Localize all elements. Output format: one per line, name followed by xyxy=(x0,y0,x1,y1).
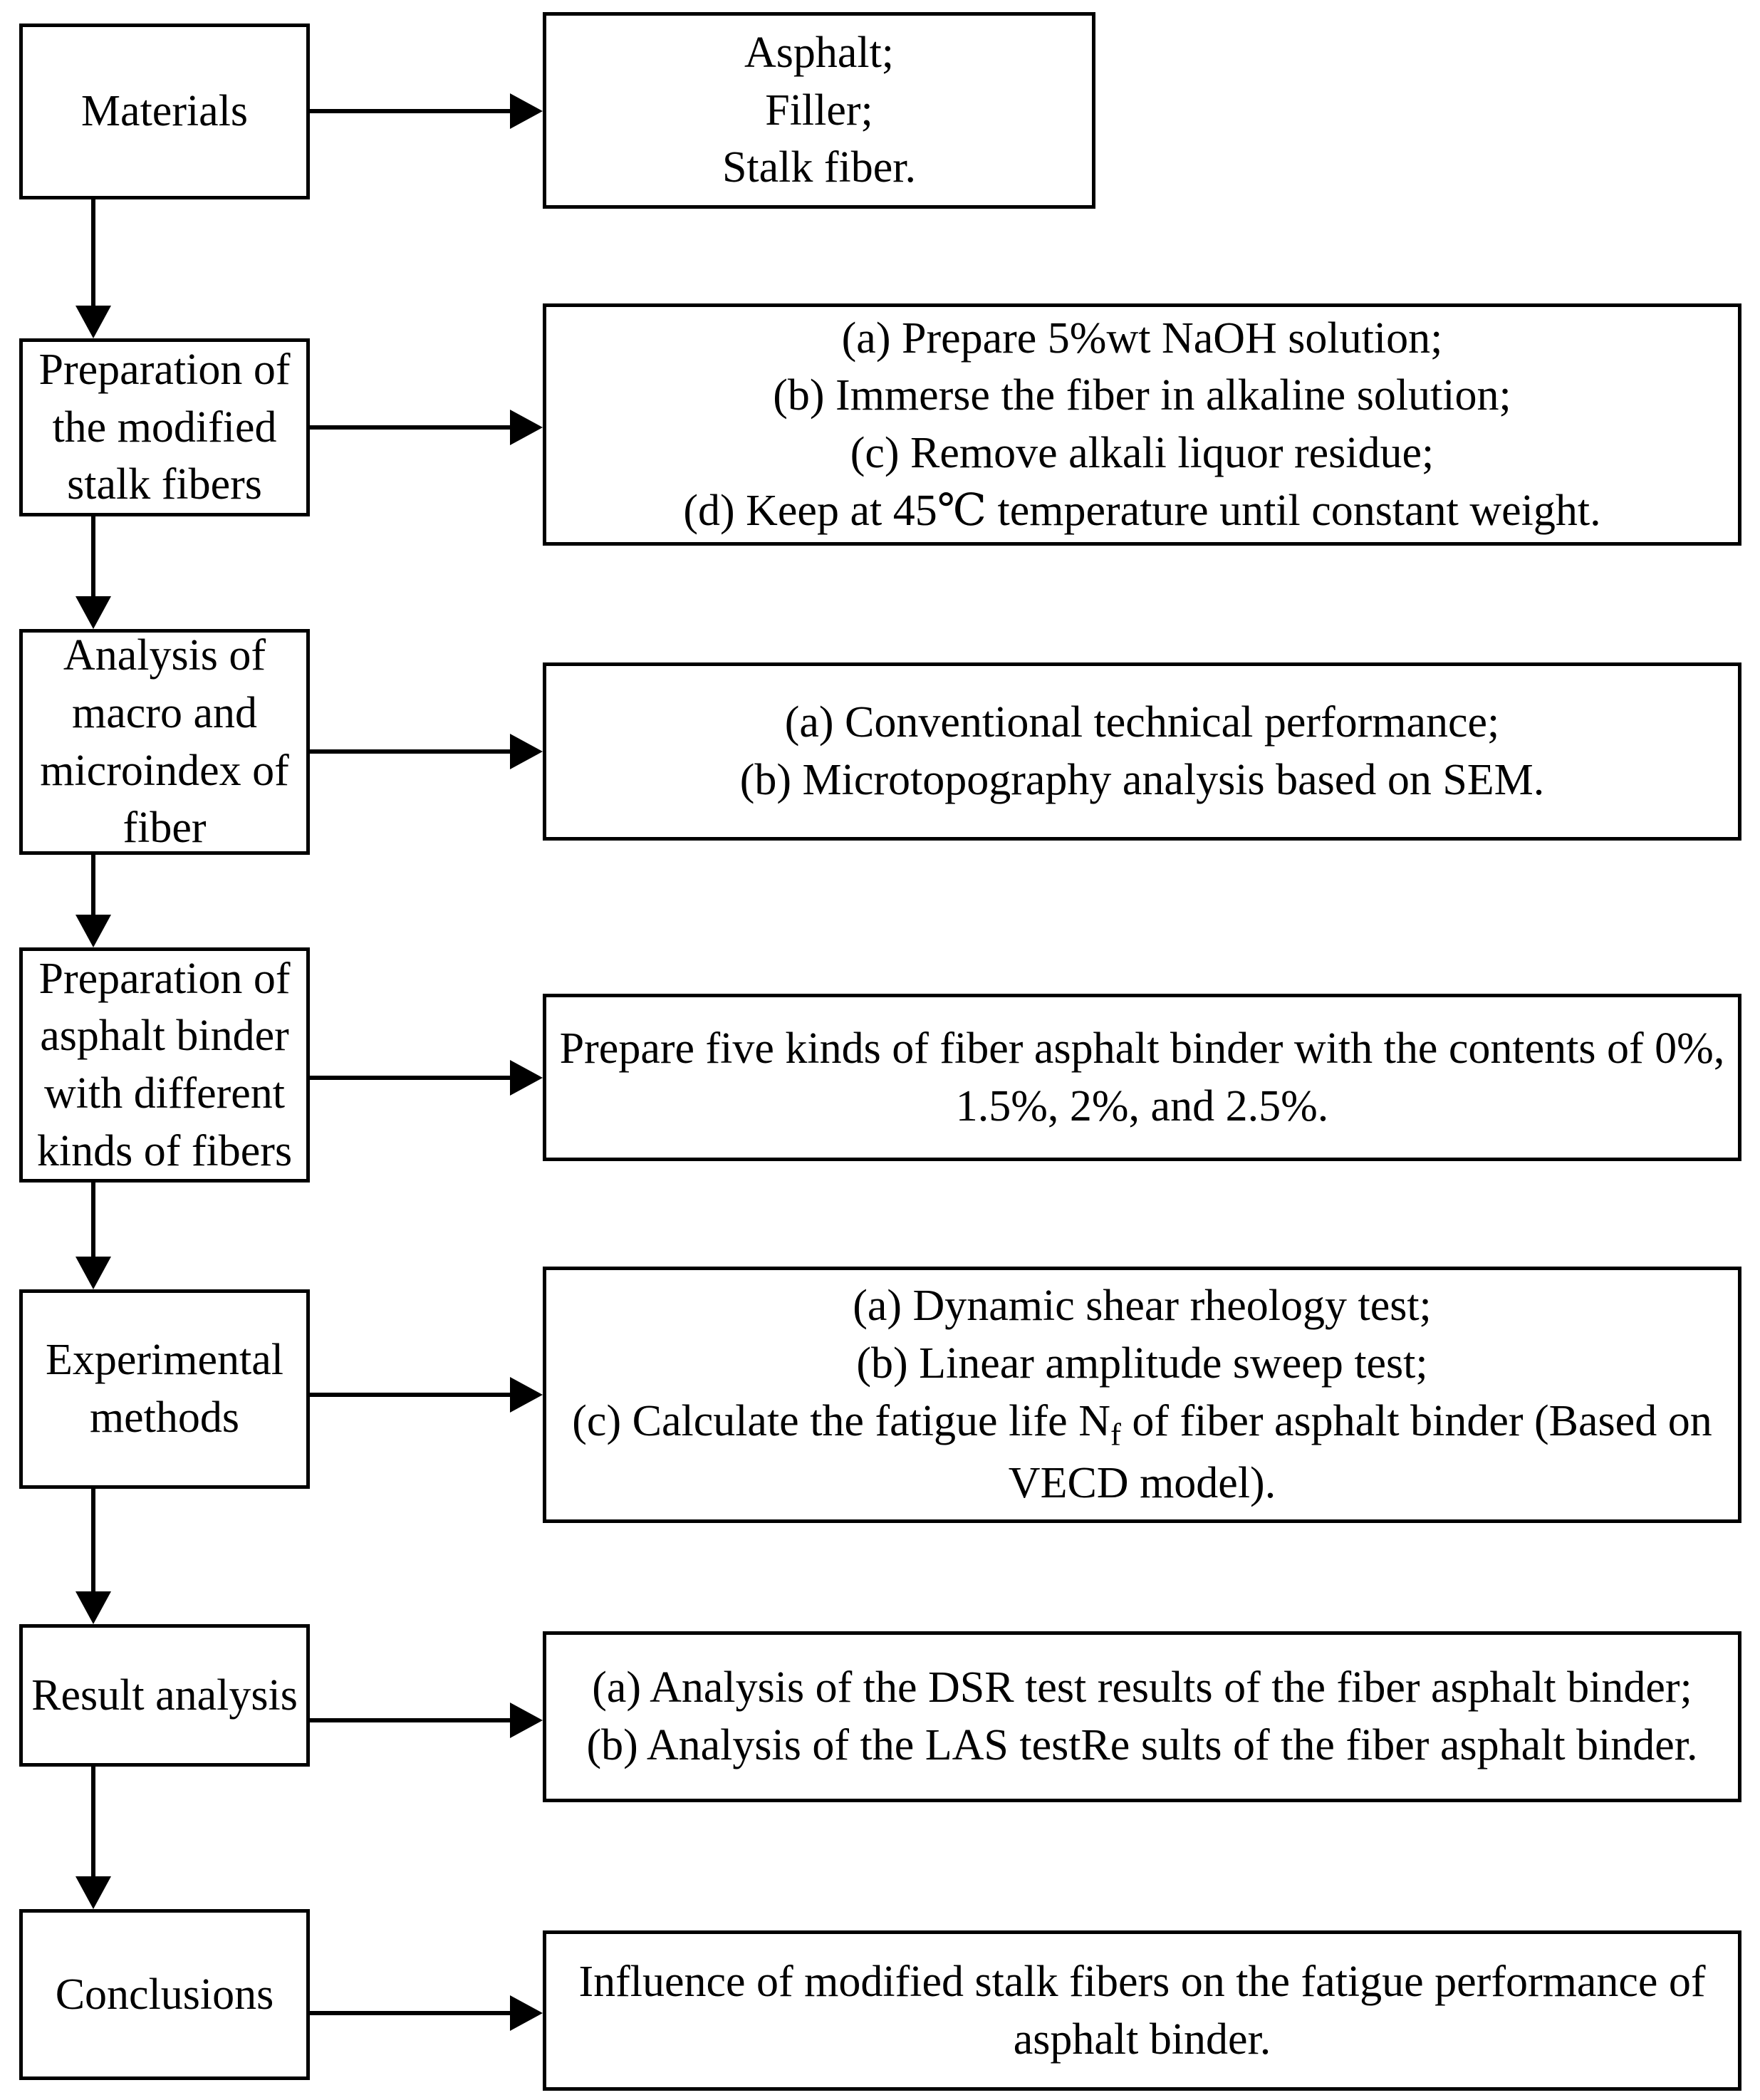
connector-fiber-preparation-to-detail xyxy=(310,425,511,430)
detail-text-fiber-preparation: (a) Prepare 5%wt NaOH solution; (b) Imme… xyxy=(683,313,1601,535)
detail-box-fiber-preparation[interactable]: (a) Prepare 5%wt NaOH solution; (b) Imme… xyxy=(543,303,1741,546)
connector-result-analysis-to-conclusions xyxy=(91,1767,95,1876)
stage-box-binder-preparation[interactable]: Preparation of asphalt binder with diffe… xyxy=(19,947,310,1182)
connector-materials-to-fiber-preparation xyxy=(91,199,95,306)
detail-text-conclusions: Influence of modified stalk fibers on th… xyxy=(578,1957,1706,2064)
arrow-right-icon-6 xyxy=(510,1703,543,1738)
arrow-down-icon-4 xyxy=(75,1257,111,1289)
detail-box-result-analysis[interactable]: (a) Analysis of the DSR test results of … xyxy=(543,1631,1741,1802)
connector-conclusions-to-detail xyxy=(310,2011,511,2015)
detail-box-conclusions[interactable]: Influence of modified stalk fibers on th… xyxy=(543,1930,1741,2091)
stage-box-result-analysis[interactable]: Result analysis xyxy=(19,1624,310,1767)
stage-label-materials: Materials xyxy=(80,87,249,136)
stage-box-materials[interactable]: Materials xyxy=(19,24,310,199)
detail-text-binder-preparation: Prepare five kinds of fiber asphalt bind… xyxy=(559,1024,1725,1130)
detail-text-experimental-methods-part1: (a) Dynamic shear rheology test; (b) Lin… xyxy=(572,1282,1432,1445)
connector-materials-to-detail xyxy=(310,109,511,113)
arrow-down-icon-2 xyxy=(75,596,111,629)
stage-label-fiber-analysis: Analysis of macro and microindex of fibe… xyxy=(40,631,289,853)
arrow-down-icon-6 xyxy=(75,1876,111,1909)
detail-text-fiber-analysis: (a) Conventional technical performance; … xyxy=(739,698,1545,804)
arrow-down-icon-5 xyxy=(75,1591,111,1624)
arrow-right-icon-7 xyxy=(510,1995,543,2031)
detail-text-experimental-methods: (a) Dynamic shear rheology test; (b) Lin… xyxy=(546,1277,1738,1512)
stage-label-binder-preparation: Preparation of asphalt binder with diffe… xyxy=(36,954,293,1175)
arrow-right-icon-4 xyxy=(510,1060,543,1096)
connector-result-analysis-to-detail xyxy=(310,1718,511,1722)
arrow-right-icon-5 xyxy=(510,1377,543,1413)
stage-box-experimental-methods[interactable]: Experimental methods xyxy=(19,1289,310,1489)
arrow-right-icon-3 xyxy=(510,734,543,769)
detail-box-binder-preparation[interactable]: Prepare five kinds of fiber asphalt bind… xyxy=(543,994,1741,1161)
connector-binder-preparation-to-experimental-methods xyxy=(91,1182,95,1257)
stage-box-conclusions[interactable]: Conclusions xyxy=(19,1909,310,2080)
fatigue-life-subscript: f xyxy=(1110,1415,1121,1452)
detail-text-result-analysis: (a) Analysis of the DSR test results of … xyxy=(586,1663,1698,1769)
stage-label-result-analysis: Result analysis xyxy=(31,1670,298,1720)
connector-fiber-analysis-to-binder-preparation xyxy=(91,855,95,915)
connector-fiber-preparation-to-fiber-analysis xyxy=(91,516,95,596)
connector-binder-preparation-to-detail xyxy=(310,1076,511,1080)
stage-label-conclusions: Conclusions xyxy=(55,1970,274,2019)
detail-box-experimental-methods[interactable]: (a) Dynamic shear rheology test; (b) Lin… xyxy=(543,1267,1741,1523)
stage-box-fiber-preparation[interactable]: Preparation of the modified stalk fibers xyxy=(19,338,310,516)
arrow-down-icon-1 xyxy=(75,306,111,338)
arrow-right-icon-2 xyxy=(510,410,543,445)
detail-text-materials: Asphalt; Filler; Stalk fiber. xyxy=(722,28,917,192)
stage-label-experimental-methods: Experimental methods xyxy=(46,1336,283,1442)
connector-experimental-methods-to-result-analysis xyxy=(91,1489,95,1591)
detail-text-experimental-methods-part2: of fiber asphalt binder (Based on VECD m… xyxy=(1008,1396,1712,1507)
arrow-right-icon-1 xyxy=(510,93,543,129)
detail-box-materials[interactable]: Asphalt; Filler; Stalk fiber. xyxy=(543,12,1095,209)
detail-box-fiber-analysis[interactable]: (a) Conventional technical performance; … xyxy=(543,662,1741,841)
connector-fiber-analysis-to-detail xyxy=(310,749,511,754)
connector-experimental-methods-to-detail xyxy=(310,1393,511,1397)
stage-box-fiber-analysis[interactable]: Analysis of macro and microindex of fibe… xyxy=(19,629,310,855)
arrow-down-icon-3 xyxy=(75,915,111,947)
stage-label-fiber-preparation: Preparation of the modified stalk fibers xyxy=(38,345,291,509)
